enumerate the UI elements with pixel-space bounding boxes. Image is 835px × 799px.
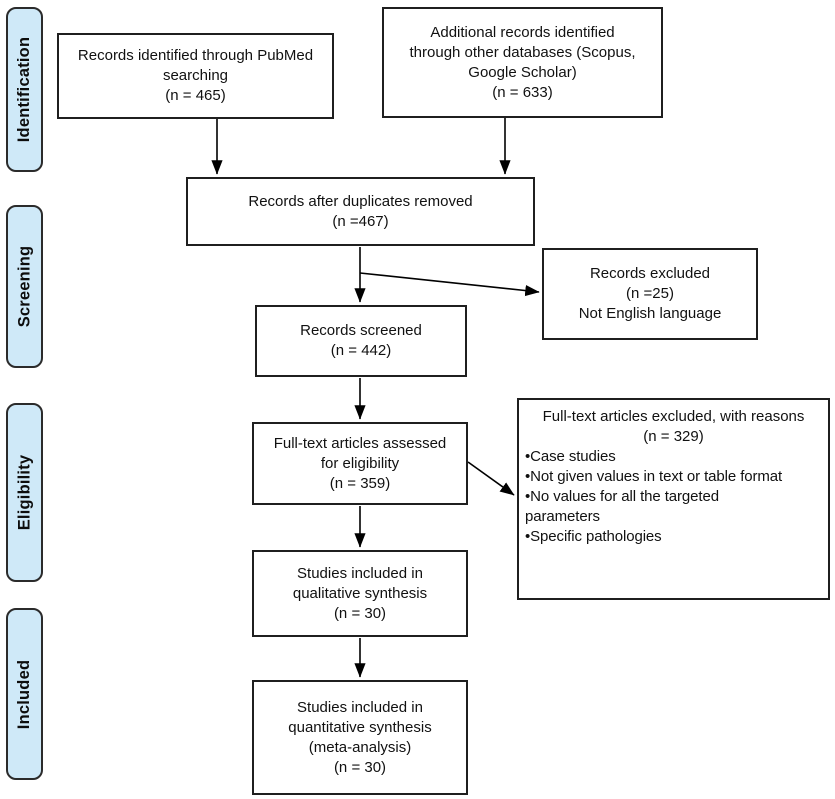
reason-item: •Specific pathologies bbox=[525, 527, 826, 547]
arrow-fulltext-to-excluded bbox=[467, 461, 515, 496]
bullet-icon: • bbox=[525, 488, 531, 505]
reason-item: •Case studies bbox=[525, 447, 826, 467]
text-line: Records excluded bbox=[589, 265, 711, 282]
text-line: Records identified through PubMed bbox=[77, 47, 314, 64]
box-duplicates-removed: Records after duplicates removed (n =467… bbox=[186, 177, 535, 246]
text-line: Not English language bbox=[578, 305, 722, 322]
stage-included-label: Included bbox=[15, 659, 33, 729]
text-line: (n = 465) bbox=[165, 87, 226, 104]
text-line: (n =25) bbox=[626, 285, 674, 302]
stage-screening-label: Screening bbox=[15, 245, 34, 328]
text-line: Google Scholar) bbox=[468, 63, 577, 81]
text-line: Studies included in bbox=[297, 564, 423, 582]
text-line: Full-text articles excluded, with reason… bbox=[542, 408, 805, 425]
text-line: (n = 30) bbox=[333, 758, 387, 776]
reason-item: •No values for all the targeted paramete… bbox=[525, 487, 770, 527]
box-records-pubmed: Records identified through PubMed search… bbox=[57, 33, 334, 119]
text-line: (n = 329) bbox=[643, 428, 704, 445]
stage-included: Included bbox=[6, 608, 43, 780]
reason-text: Specific pathologies bbox=[530, 528, 662, 545]
stage-eligibility: Eligibility bbox=[6, 403, 43, 582]
stage-eligibility-label: Eligibility bbox=[15, 454, 34, 531]
box-other-databases: Additional records identified through ot… bbox=[382, 7, 663, 118]
stage-identification: Identification bbox=[6, 7, 43, 172]
bullet-icon: • bbox=[525, 448, 531, 465]
text-line: Records screened bbox=[300, 322, 422, 339]
box-quantitative-synthesis: Studies included in quantitative synthes… bbox=[252, 680, 468, 795]
bullet-icon: • bbox=[525, 528, 531, 545]
box-fulltext-excluded: Full-text articles excluded, with reason… bbox=[517, 398, 830, 600]
text-line: Full-text articles assessed bbox=[273, 434, 447, 452]
text-line: for eligibility bbox=[320, 454, 400, 472]
bullet-icon: • bbox=[525, 468, 531, 485]
stage-identification-label: Identification bbox=[15, 36, 33, 143]
reason-text: Not given values in text or table format bbox=[530, 468, 783, 485]
text-line: through other databases (Scopus, bbox=[409, 43, 636, 61]
box-records-screened: Records screened (n = 442) bbox=[255, 305, 467, 377]
box-qualitative-synthesis: Studies included in qualitative synthesi… bbox=[252, 550, 468, 637]
text-line: (n = 359) bbox=[329, 474, 391, 492]
text-line: (n = 633) bbox=[492, 83, 553, 101]
text-line: qualitative synthesis bbox=[292, 584, 428, 602]
reason-text: Case studies bbox=[530, 448, 616, 465]
box-fulltext-assessed: Full-text articles assessed for eligibil… bbox=[252, 422, 468, 505]
reason-item: •Not given values in text or table forma… bbox=[525, 467, 826, 487]
arrow-duplicates-to-excluded bbox=[359, 272, 540, 297]
exclusion-reasons-list: •Case studies •Not given values in text … bbox=[519, 447, 828, 547]
text-line: quantitative synthesis bbox=[288, 718, 432, 736]
text-line: (meta-analysis) bbox=[308, 738, 412, 756]
reason-text: No values for all the targeted parameter… bbox=[525, 488, 719, 525]
text-line: Studies included in bbox=[297, 698, 423, 716]
text-line: (n = 442) bbox=[330, 342, 392, 359]
text-line: searching bbox=[162, 67, 229, 84]
stage-screening: Screening bbox=[6, 205, 43, 368]
text-line: Records after duplicates removed bbox=[248, 192, 473, 210]
text-line: (n =467) bbox=[332, 212, 389, 230]
text-line: Additional records identified bbox=[430, 23, 615, 41]
text-line: (n = 30) bbox=[333, 604, 387, 622]
box-records-excluded: Records excluded (n =25) Not English lan… bbox=[542, 248, 758, 340]
